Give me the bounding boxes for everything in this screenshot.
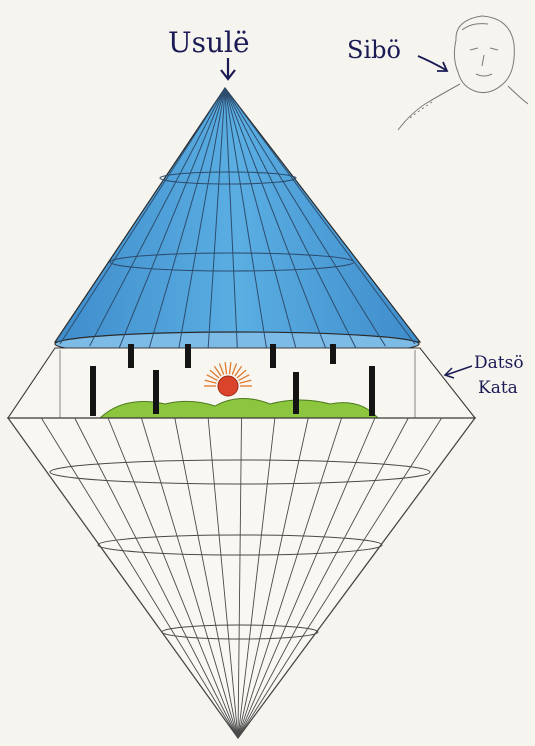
- label-kata: Kata: [478, 378, 518, 398]
- arrow-left-icon: [445, 366, 472, 378]
- middle-world: [8, 344, 475, 418]
- upper-cone-fill: [55, 88, 420, 342]
- upper-cone: [55, 88, 420, 356]
- label-sibo: Sibö: [347, 36, 401, 64]
- arrow-right-icon: [418, 56, 447, 71]
- label-datso: Datsö: [474, 353, 524, 373]
- arrow-down-icon: [221, 58, 235, 79]
- face-sketch-icon: [398, 16, 528, 130]
- lower-cone: [8, 418, 475, 738]
- label-usule: Usulë: [168, 26, 250, 59]
